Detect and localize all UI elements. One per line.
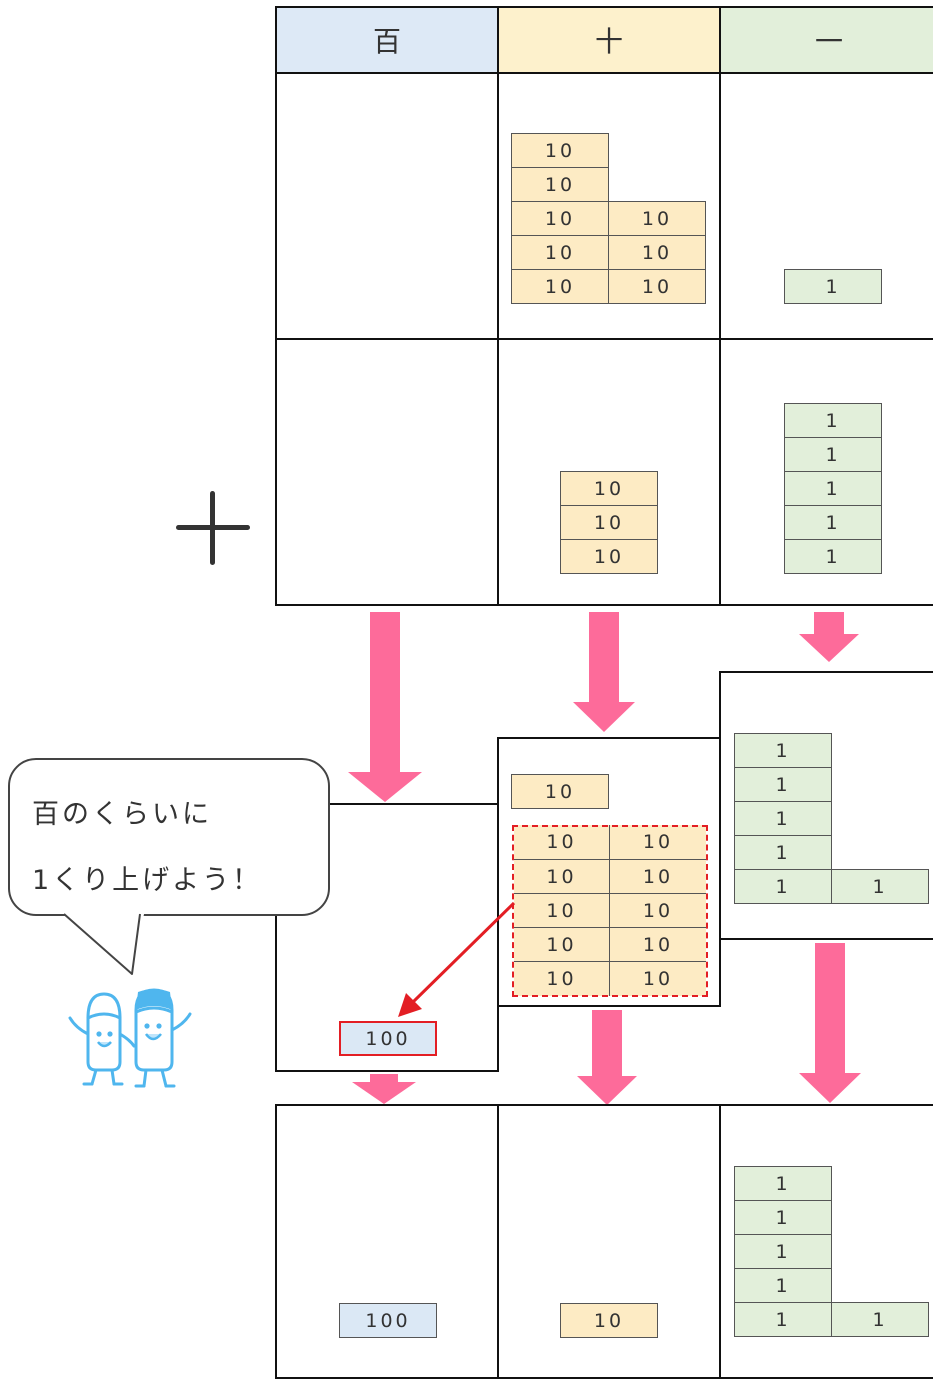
one-block: 1	[734, 1200, 832, 1235]
speech-line-2: 1くり上げよう！	[32, 865, 263, 896]
regrouped-ten-block: 10	[514, 860, 610, 894]
down-arrow-icon	[577, 1010, 637, 1105]
regrouped-ten-block: 10	[610, 825, 706, 860]
down-arrow-icon	[348, 612, 422, 802]
speech-bubble-tail-icon	[63, 913, 144, 975]
ten-block: 10	[560, 471, 658, 506]
one-block: 1	[734, 801, 832, 836]
one-block: 1	[734, 733, 832, 768]
one-block: 1	[734, 869, 832, 904]
ten-block: 10	[560, 1303, 658, 1338]
one-block: 1	[784, 269, 882, 304]
hundred-block: 100	[339, 1303, 437, 1338]
ten-block: 10	[511, 269, 609, 304]
one-block: 1	[784, 437, 882, 472]
regrouped-ten-block: 10	[514, 962, 610, 996]
ten-block: 10	[511, 201, 609, 236]
down-arrow-icon	[352, 1074, 416, 1104]
regrouped-ten-block: 10	[514, 928, 610, 962]
down-arrow-icon	[573, 612, 635, 732]
ten-block: 10	[560, 505, 658, 540]
one-block: 1	[734, 1268, 832, 1303]
regroup-ones-cell	[719, 671, 933, 940]
row1-hundreds-cell	[275, 72, 499, 340]
mascot-characters-icon	[68, 988, 192, 1088]
tens-header-label: 十	[594, 25, 623, 58]
ones-header: 一	[719, 6, 933, 74]
regrouped-ten-block: 10	[514, 825, 610, 860]
one-block: 1	[784, 539, 882, 574]
one-block: 1	[831, 869, 929, 904]
one-block: 1	[734, 1166, 832, 1201]
tens-header: 十	[497, 6, 721, 74]
one-block: 1	[784, 505, 882, 540]
hundreds-header: 百	[275, 6, 499, 74]
row2-ones-cell	[719, 338, 933, 606]
regrouped-ten-block: 10	[610, 962, 706, 996]
ten-block: 10	[608, 269, 706, 304]
one-block: 1	[784, 471, 882, 506]
ten-block: 10	[560, 539, 658, 574]
one-block: 1	[734, 767, 832, 802]
plus-sign-icon	[176, 491, 250, 565]
ten-block: 10	[608, 201, 706, 236]
regrouped-ten-block: 10	[610, 860, 706, 894]
ten-block: 10	[511, 774, 609, 809]
down-arrow-icon	[799, 612, 859, 662]
one-block: 1	[784, 403, 882, 438]
hundreds-header-label: 百	[372, 25, 401, 58]
ten-block: 10	[511, 167, 609, 202]
one-block: 1	[734, 835, 832, 870]
one-block: 1	[734, 1234, 832, 1269]
speech-bubble: 百のくらいに 1くり上げよう！	[8, 758, 330, 916]
ten-block: 10	[511, 235, 609, 270]
regrouped-ten-block: 10	[610, 894, 706, 928]
speech-line-1: 百のくらいに	[32, 799, 212, 830]
one-block: 1	[831, 1302, 929, 1337]
ones-header-label: 一	[814, 25, 843, 58]
ten-block: 10	[511, 133, 609, 168]
regroup-highlight-box	[512, 825, 708, 997]
ten-block: 10	[608, 235, 706, 270]
regroup-arrow-icon	[398, 901, 516, 1017]
row2-hundreds-cell	[275, 338, 499, 606]
one-block: 1	[734, 1302, 832, 1337]
regrouped-ten-block: 10	[610, 928, 706, 962]
carried-hundred-block: 100	[339, 1021, 437, 1056]
down-arrow-icon	[799, 943, 861, 1103]
regrouped-ten-block: 10	[514, 894, 610, 928]
